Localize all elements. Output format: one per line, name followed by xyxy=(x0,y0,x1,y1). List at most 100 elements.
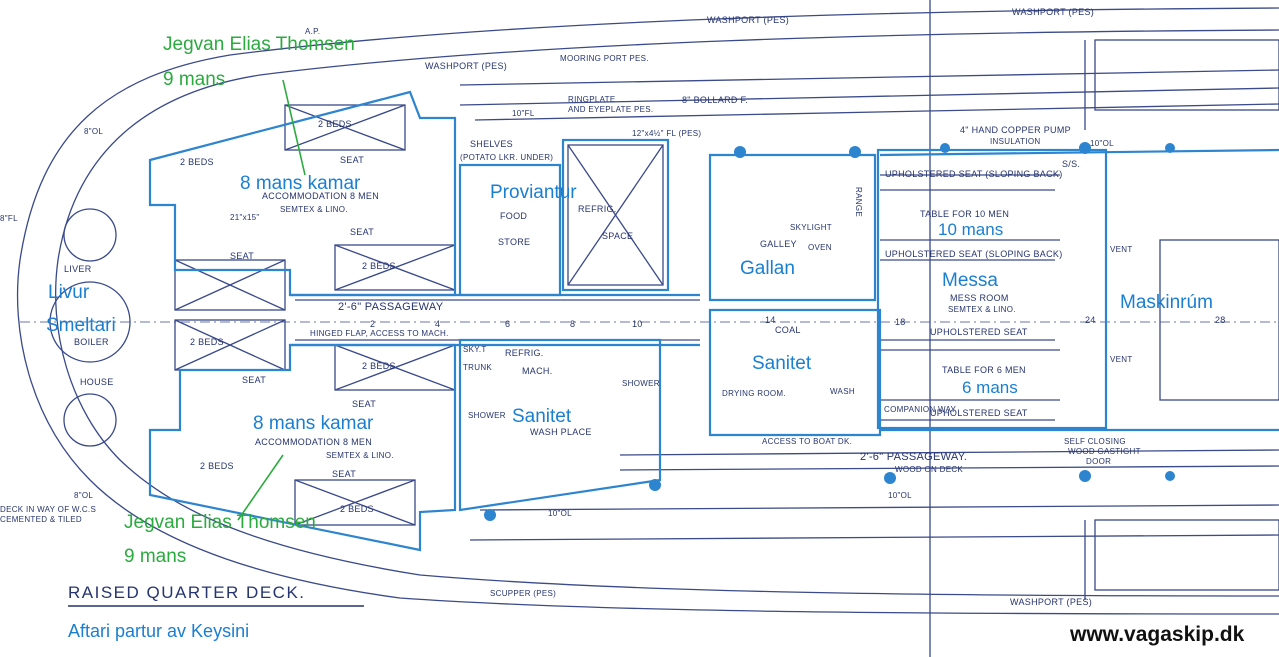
upholstered-seat-2: UPHOLSTERED SEAT (SLOPING BACK) xyxy=(885,249,1063,259)
frame-number-24: 24 xyxy=(1085,315,1096,325)
beds-label-4: 2 BEDS xyxy=(190,337,224,347)
shower-label-1: SHOWER xyxy=(468,411,506,420)
passageway-top-label: 2'-6" PASSAGEWAY xyxy=(338,301,444,313)
caption: Aftari partur av Keysini xyxy=(68,621,250,641)
pointer-bottom xyxy=(237,454,284,521)
semtex-top-label: SEMTEX & LINO. xyxy=(280,205,348,214)
space-label: SPACE xyxy=(602,231,634,241)
washport-label-3: WASHPORT (PES) xyxy=(425,61,508,71)
fl-12-label: 12"x4½" FL (PES) xyxy=(632,129,702,138)
food-label: FOOD xyxy=(500,211,528,221)
upholstered-seat-1: UPHOLSTERED SEAT (SLOPING BACK) xyxy=(885,169,1063,179)
seat-label-2: SEAT xyxy=(350,227,375,237)
upholstered-seat-4: UPHOLSTERED SEAT xyxy=(930,408,1028,418)
trunk-label: TRUNK xyxy=(463,363,493,372)
wood-gastight-label: WOOD GASTIGHT xyxy=(1068,447,1141,456)
access-boat-deck-label: ACCESS TO BOAT DK. xyxy=(762,437,853,446)
companion-way-label: COMPANION WAY xyxy=(884,405,957,414)
cabin-bottom-label: 8 mans kamar xyxy=(253,413,374,434)
frame-number-14: 14 xyxy=(765,315,776,325)
ap-label: A.P. xyxy=(305,27,321,36)
shelves-label: SHELVES xyxy=(470,139,513,149)
crew-bottom-count: 9 mans xyxy=(124,546,187,567)
drying-room-label: DRYING ROOM. xyxy=(722,389,786,398)
beds-label-5: 2 BEDS xyxy=(362,361,396,371)
sanitet-right-outline xyxy=(708,308,882,437)
beds-label-3: 2 BEDS xyxy=(362,261,396,271)
beds-label-7: 2 BEDS xyxy=(340,504,374,514)
washport-label-2: WASHPORT (PES) xyxy=(1012,7,1095,17)
frame-number-4: 4 xyxy=(435,319,441,329)
shower-label-2: SHOWER xyxy=(622,379,660,388)
maskinrum-label: Maskinrúm xyxy=(1120,292,1213,313)
frame-number-6: 6 xyxy=(505,319,511,329)
seat-label-1: SEAT xyxy=(340,155,365,165)
mess-table-bottom-count: 6 mans xyxy=(962,378,1018,397)
mess-outline xyxy=(876,148,1108,430)
liver-label: LIVER xyxy=(64,264,92,274)
washport-label-4: WASHPORT (PES) xyxy=(1010,597,1093,607)
refrig-mach-label: REFRIG. xyxy=(505,348,544,358)
fl-8-left: 8"FL xyxy=(0,214,18,223)
refrig-space-outline xyxy=(561,138,670,292)
mess-semtex-label: SEMTEX & LINO. xyxy=(948,305,1016,314)
mess-room-label: MESS ROOM xyxy=(950,293,1009,303)
sanitet-right-label: Sanitet xyxy=(752,353,812,374)
fl-10-a: 10"FL xyxy=(512,109,535,118)
dim-21-label: 21"x15" xyxy=(230,213,260,222)
table-10-label: TABLE FOR 10 MEN xyxy=(920,209,1010,219)
passageway-bottom-label: 2'-6" PASSAGEWAY. xyxy=(860,451,968,463)
insulation-label: INSULATION xyxy=(990,137,1041,146)
eyeplate-label: AND EYEPLATE PES. xyxy=(568,105,654,114)
deck-in-way-label: DECK IN WAY OF W.C.S xyxy=(0,505,97,514)
sky-t-label: SKY.T xyxy=(463,345,487,354)
oven-label: OVEN xyxy=(808,243,832,252)
gallan-label: Gallan xyxy=(740,258,795,279)
deck-title: RAISED QUARTER DECK. xyxy=(68,583,306,602)
galley-outline xyxy=(708,153,877,302)
vent-label-1: VENT xyxy=(1110,245,1133,254)
vent-label-2: VENT xyxy=(1110,355,1133,364)
fl-10-b: 10"OL xyxy=(548,509,572,518)
proviantur-label: Proviantur xyxy=(490,182,577,203)
sanitet-left-outline xyxy=(458,338,662,512)
house-label: HOUSE xyxy=(80,377,114,387)
crew-top-name: Jegvan Elias Thomsen xyxy=(163,34,355,55)
pointer-top xyxy=(282,79,306,176)
skylight-label: SKYLIGHT xyxy=(790,223,832,232)
deck-title-underline xyxy=(68,605,364,607)
frame-number-10: 10 xyxy=(632,319,643,329)
store-label: STORE xyxy=(498,237,531,247)
sanitet-left-label: Sanitet xyxy=(512,406,572,427)
coal-label: COAL xyxy=(775,325,801,335)
beds-label-2: 2 BEDS xyxy=(180,157,214,167)
potato-label: (POTATO LKR. UNDER) xyxy=(460,153,554,162)
mach-label: MACH. xyxy=(522,366,553,376)
fl-10-c: 10"OL xyxy=(888,491,912,500)
range-label: RANGE xyxy=(853,187,863,217)
seat-label-6: SEAT xyxy=(332,469,357,479)
door-label: DOOR xyxy=(1086,457,1112,466)
seat-label-4: SEAT xyxy=(242,375,267,385)
beds-label-6: 2 BEDS xyxy=(200,461,234,471)
messa-label: Messa xyxy=(942,270,998,291)
cemented-label: CEMENTED & TILED xyxy=(0,515,82,524)
accommodation-bottom-label: ACCOMMODATION 8 MEN xyxy=(255,437,373,447)
fl-8-a: 8"OL xyxy=(84,127,104,136)
bollard-label: 8" BOLLARD F. xyxy=(682,95,749,105)
semtex-bottom-label: SEMTEX & LINO. xyxy=(326,451,394,460)
livur-label: Livur xyxy=(48,282,90,303)
wood-deck-label: WOOD ON DECK xyxy=(895,465,964,474)
cabin-top-label: 8 mans kamar xyxy=(240,173,361,194)
beds-label-1: 2 BEDS xyxy=(318,119,352,129)
fl-10-d: 10"OL xyxy=(1090,139,1114,148)
frame-number-8: 8 xyxy=(570,319,576,329)
self-closing-label: SELF CLOSING xyxy=(1064,437,1126,446)
ss-label: S/S. xyxy=(1062,159,1081,169)
hand-pump-label: 4" HAND COPPER PUMP xyxy=(960,125,1071,135)
seat-label-5: SEAT xyxy=(352,399,377,409)
refrig-label: REFRIG. xyxy=(578,204,617,214)
crew-top-count: 9 mans xyxy=(163,69,226,90)
galley-label: GALLEY xyxy=(760,239,797,249)
